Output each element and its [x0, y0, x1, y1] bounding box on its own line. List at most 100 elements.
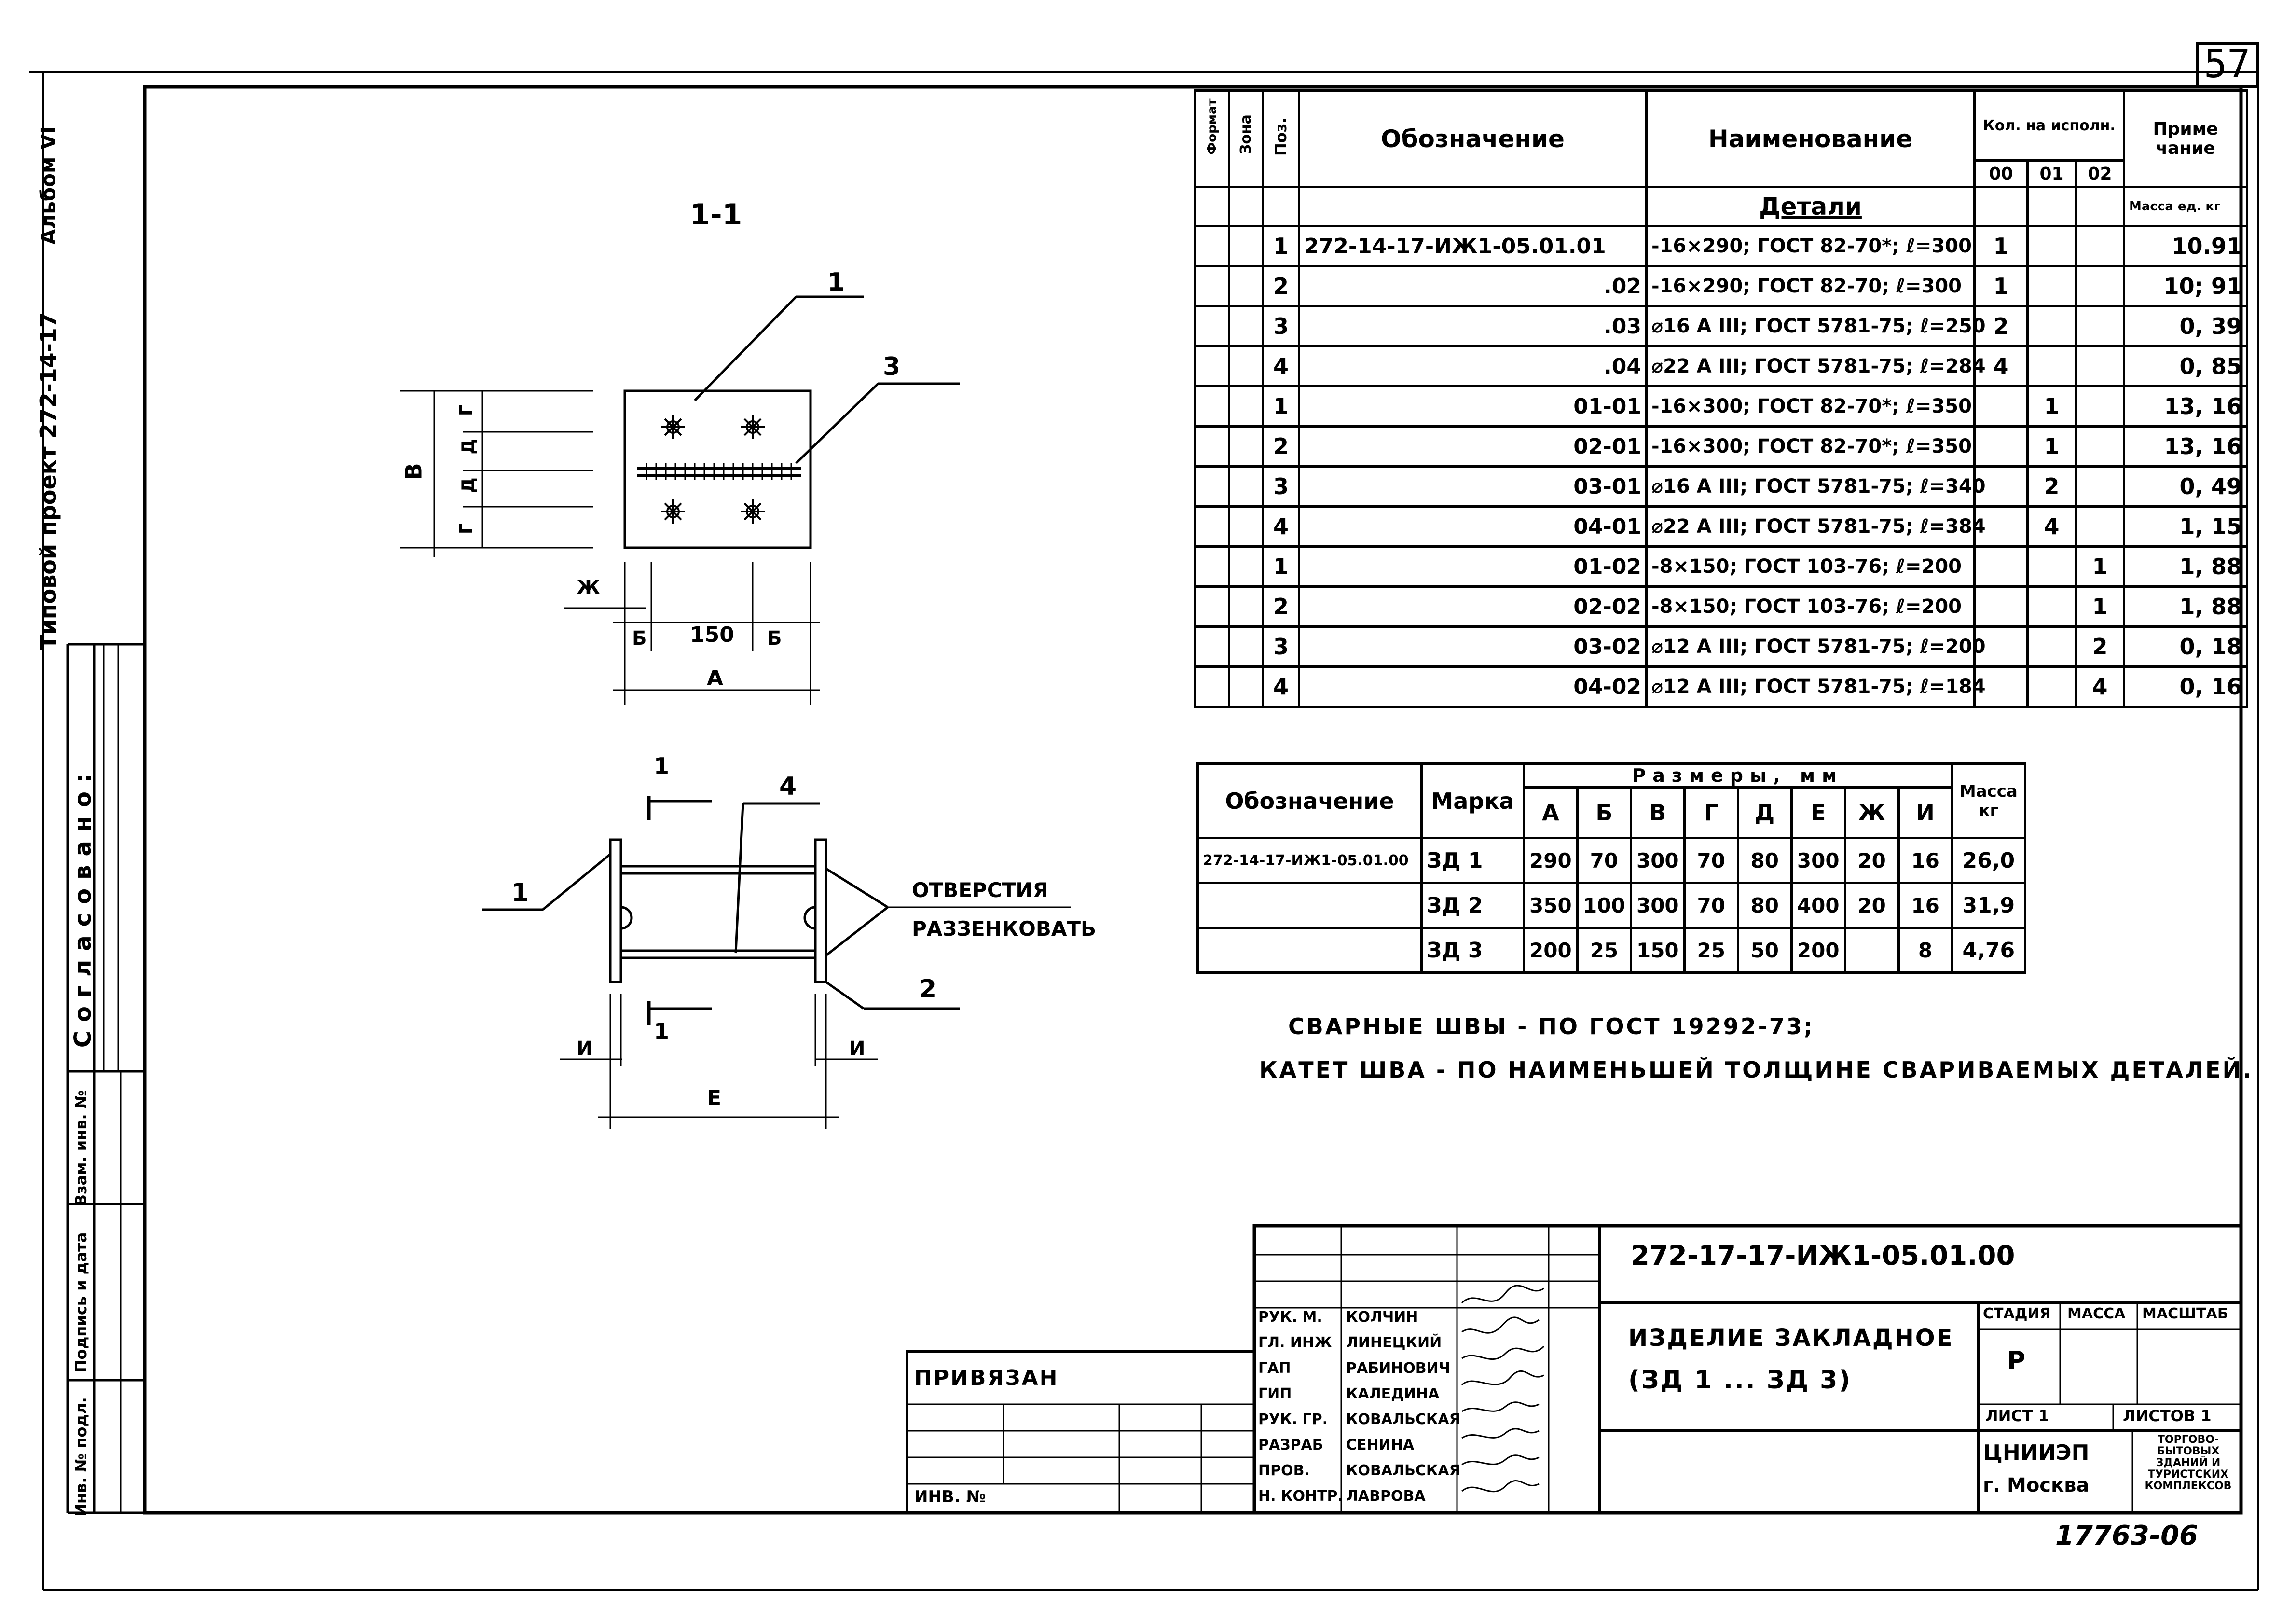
spec-cell-zone	[1228, 665, 1264, 708]
dim-i2: И	[849, 1038, 866, 1060]
section-title: Детали	[1645, 186, 1976, 227]
dim-cell-value: 70	[1683, 837, 1739, 884]
spec-cell-note: 0, 16	[2123, 665, 2249, 708]
spec-cell-format	[1194, 505, 1230, 548]
dim-zh: Ж	[577, 577, 600, 599]
role-person: Колчин	[1346, 1309, 1418, 1326]
spec-cell-qty-00	[1973, 425, 2029, 468]
org-dept: Торгово-бытовых зданий и туристских комп…	[2145, 1434, 2232, 1492]
bound-label: Привязан	[914, 1366, 1059, 1390]
mass-note: Масса ед. кг	[2123, 186, 2249, 227]
role-person: Сенина	[1346, 1437, 1415, 1453]
dim-cell-mass: 31,9	[1951, 882, 2027, 929]
spec-cell-designation: .02	[1298, 265, 1648, 307]
spec-cell-qty-02	[2074, 385, 2126, 428]
spec-cell-qty-02	[2074, 345, 2126, 387]
spec-cell-pos: 4	[1262, 505, 1300, 548]
spec-cell-qty-00	[1973, 505, 2029, 548]
stage-value: Р	[2007, 1346, 2026, 1375]
dim-cell-value: 50	[1736, 927, 1793, 974]
spec-cell-zone	[1228, 465, 1264, 508]
dim-cell-value: 300	[1790, 837, 1846, 884]
spec-cell-qty-02	[2074, 265, 2126, 307]
dim-cell-value: 100	[1576, 882, 1632, 929]
dim-d1: Д	[458, 439, 479, 455]
spec-cell-qty-00	[1973, 585, 2029, 628]
dim-cell-value: 16	[1897, 882, 1953, 929]
dim-cell-value: 20	[1843, 882, 1900, 929]
spec-cell-name: -16×290; ГОСТ 82-70*; ℓ=300	[1645, 225, 1976, 267]
holes-text-1: отверстия	[912, 878, 1048, 902]
dim-cell-value: 290	[1522, 837, 1579, 884]
spec-cell-name: -16×300; ГОСТ 82-70*; ℓ=350	[1645, 385, 1976, 428]
spec-cell-note: 0, 49	[2123, 465, 2249, 508]
dim-cell-mark: ЗД 3	[1420, 927, 1525, 974]
spec-cell-name: ⌀16 A III; ГОСТ 5781-75; ℓ=250	[1645, 305, 1986, 347]
spec-cell-name: ⌀16 A III; ГОСТ 5781-75; ℓ=340	[1645, 465, 1986, 508]
dim-cell-value: 300	[1629, 882, 1686, 929]
spec-cell-note: 13, 16	[2123, 425, 2249, 468]
archive-number: 17763-06	[2055, 1520, 2198, 1551]
spec-cell-designation: .03	[1298, 305, 1648, 347]
dim-a: А	[707, 666, 724, 691]
spec-cell-zone	[1228, 545, 1264, 588]
dim-cell-designation: 272-14-17-ИЖ1-05.01.00	[1196, 837, 1423, 884]
spec-cell-format	[1194, 345, 1230, 387]
spec-cell-designation: 04-02	[1298, 665, 1648, 708]
role-label: ГИП	[1258, 1385, 1292, 1402]
org-name: ЦНИИЭП	[1983, 1440, 2090, 1465]
spec-cell-pos: 1	[1262, 225, 1300, 267]
sheet-number: 57	[2204, 42, 2251, 86]
spec-cell-note: 1, 15	[2123, 505, 2249, 548]
spec-cell-format	[1194, 665, 1230, 708]
spec-cell-qty-00	[1973, 465, 2029, 508]
spec-cell-note: 0, 18	[2123, 625, 2249, 668]
spec-cell-qty-01: 2	[2026, 465, 2077, 508]
note-line-2: Катет шва - по наименьшей толщине сварив…	[1259, 1057, 2254, 1083]
spec-cell-qty-01	[2026, 585, 2077, 628]
dim-g2: Г	[456, 523, 476, 534]
inv-label: Инв. №	[914, 1487, 986, 1507]
dim-cell-value: 400	[1790, 882, 1846, 929]
dim-col-a: А	[1522, 786, 1579, 839]
spec-cell-format	[1194, 425, 1230, 468]
header-name: Наименование	[1645, 89, 1976, 188]
spec-cell-format	[1194, 625, 1230, 668]
spec-cell-qty-02	[2074, 465, 2126, 508]
role-person: Каледина	[1346, 1385, 1440, 1402]
dim-col-i: И	[1897, 786, 1953, 839]
dim-cell-value: 16	[1897, 837, 1953, 884]
spec-cell-qty-00: 1	[1973, 225, 2029, 267]
spec-cell-qty-01	[2026, 545, 2077, 588]
spec-cell-pos: 3	[1262, 305, 1300, 347]
spec-cell-zone	[1228, 385, 1264, 428]
role-label: Разраб	[1258, 1437, 1323, 1453]
dim-cell-value: 20	[1843, 837, 1900, 884]
header-exec-01: 01	[2026, 159, 2077, 188]
spec-cell-note: 0, 39	[2123, 305, 2249, 347]
spec-cell-designation: .04	[1298, 345, 1648, 387]
dim-cell-value: 80	[1736, 882, 1793, 929]
dim-d2: Д	[458, 477, 479, 493]
spec-cell-qty-02: 2	[2074, 625, 2126, 668]
cut-mark-top: 1	[654, 753, 670, 779]
spec-cell-qty-00	[1973, 625, 2029, 668]
dim-cell-value: 200	[1790, 927, 1846, 974]
spec-cell-pos: 4	[1262, 345, 1300, 387]
dim-cell-value: 70	[1576, 837, 1632, 884]
dim-cell-value: 70	[1683, 882, 1739, 929]
role-label: ГАП	[1258, 1360, 1291, 1377]
dim-cell-mass: 26,0	[1951, 837, 2027, 884]
header-exec-02: 02	[2074, 159, 2126, 188]
dim-150: 150	[690, 623, 734, 647]
dim-header-designation: Обозначение	[1196, 762, 1423, 839]
spec-cell-qty-01	[2026, 225, 2077, 267]
